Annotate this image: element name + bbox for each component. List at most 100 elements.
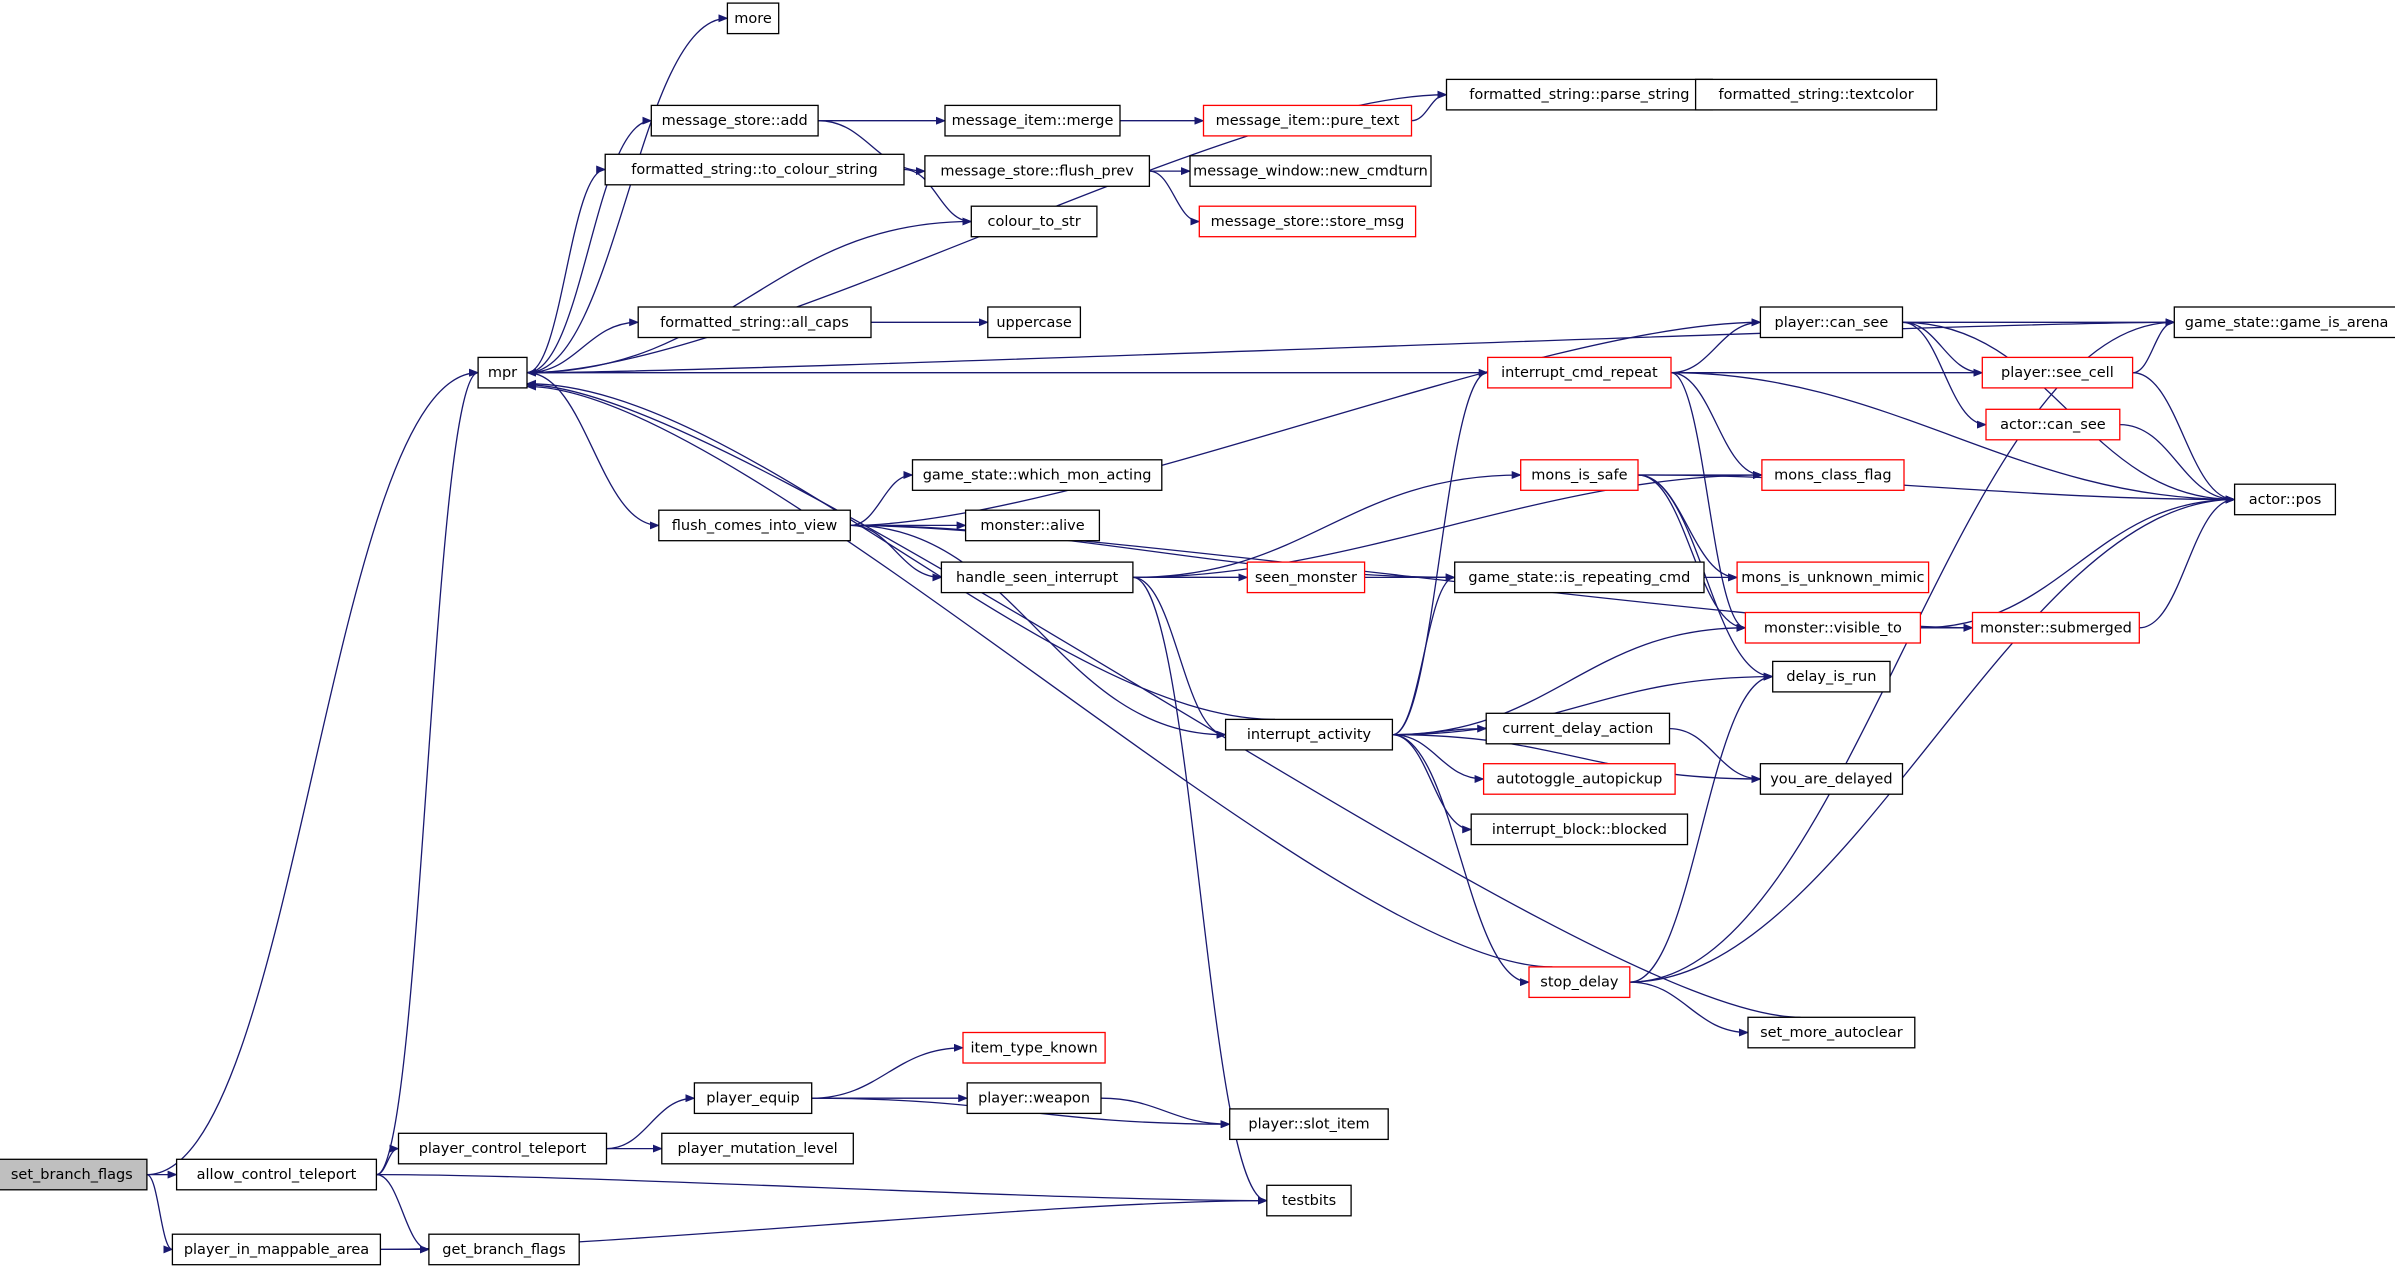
node-player-see-cell[interactable]: player::see_cell: [1981, 356, 2134, 389]
node-label: game_state::which_mon_acting: [923, 468, 1152, 484]
node-testbits[interactable]: testbits: [1266, 1184, 1352, 1217]
node-get-branch-flags[interactable]: get_branch_flags: [428, 1233, 580, 1266]
node-label: formatted_string::all_caps: [660, 315, 849, 331]
node-message-store-flush-prev[interactable]: message_store::flush_prev: [924, 155, 1151, 187]
node-mons-class-flag[interactable]: mons_class_flag: [1761, 459, 1905, 491]
edge-actor-can-see-to-actor-pos: [2119, 423, 2236, 504]
node-box: [637, 306, 872, 339]
node-game-state-which-mon-acting[interactable]: game_state::which_mon_acting: [911, 459, 1163, 491]
node-box: [1981, 356, 2134, 389]
node-formatted-string-all-caps[interactable]: formatted_string::all_caps: [637, 306, 872, 339]
node-box: [940, 561, 1134, 594]
edge-mpr-to-game-state-game-is-arena: [526, 318, 2176, 374]
node-message-window-new-cmdturn[interactable]: message_window::new_cmdturn: [1189, 155, 1432, 187]
edge-message-item-pure-text-to-formatted-string-parse-string: [1411, 90, 1448, 122]
node-set-more-autoclear[interactable]: set_more_autoclear: [1747, 1016, 1916, 1049]
node-mons-is-safe[interactable]: mons_is_safe: [1520, 459, 1639, 491]
node-uppercase[interactable]: uppercase: [987, 306, 1082, 339]
node-mons-is-unknown-mimic[interactable]: mons_is_unknown_mimic: [1736, 561, 1930, 594]
node-player-slot-item[interactable]: player::slot_item: [1229, 1108, 1389, 1141]
edge-flush-comes-into-view-to-player-can-see: [850, 318, 1762, 527]
edge-mons-is-safe-to-delay-is-run: [1637, 474, 1774, 681]
edge-mpr-to-colour-to-str: [526, 217, 973, 374]
edge-interrupt-activity-to-mpr: [526, 379, 1276, 721]
node-box: [1485, 712, 1671, 745]
node-current-delay-action[interactable]: current_delay_action: [1485, 712, 1671, 745]
edge-player-see-cell-to-actor-pos: [2132, 372, 2236, 504]
edge-player-control-teleport-to-player-equip: [606, 1094, 696, 1150]
node-player-weapon[interactable]: player::weapon: [966, 1082, 1102, 1115]
node-label: colour_to_str: [988, 214, 1081, 230]
node-message-item-merge[interactable]: message_item::merge: [944, 104, 1121, 137]
edge-message-store-flush-prev-to-message-store-store-msg: [1149, 170, 1201, 226]
node-interrupt-cmd-repeat[interactable]: interrupt_cmd_repeat: [1487, 356, 1672, 389]
node-interrupt-activity[interactable]: interrupt_activity: [1224, 718, 1394, 751]
node-item-type-known[interactable]: item_type_known: [962, 1031, 1106, 1064]
edge-handle-seen-interrupt-to-mons-is-safe: [1132, 471, 1522, 579]
edge-interrupt-cmd-repeat-to-monster-visible-to: [1670, 372, 1747, 632]
edge-interrupt-cmd-repeat-to-mons-class-flag: [1670, 372, 1763, 479]
node-game-state-is-repeating-cmd[interactable]: game_state::is_repeating_cmd: [1454, 561, 1705, 594]
node-interrupt-block-blocked[interactable]: interrupt_block::blocked: [1470, 813, 1689, 846]
edge-set-branch-flags-to-mpr: [146, 368, 480, 1176]
node-actor-can-see[interactable]: actor::can_see: [1985, 408, 2121, 441]
node-more[interactable]: more: [726, 2, 780, 35]
node-label: formatted_string::to_colour_string: [631, 162, 877, 178]
node-stop-delay[interactable]: stop_delay: [1528, 966, 1631, 999]
node-box: [1744, 611, 1922, 644]
node-box: [171, 1233, 382, 1266]
node-game-state-game-is-arena[interactable]: game_state::game_is_arena: [2173, 306, 2395, 339]
edge-interrupt-activity-to-autotoggle-autopickup: [1392, 734, 1485, 783]
node-player-mutation-level[interactable]: player_mutation_level: [661, 1132, 854, 1165]
node-actor-pos[interactable]: actor::pos: [2233, 483, 2337, 516]
edge-message-store-add-to-message-store-flush-prev: [818, 120, 926, 176]
node-label: stop_delay: [1540, 975, 1619, 991]
node-formatted-string-to-colour-string[interactable]: formatted_string::to_colour_string: [604, 153, 905, 186]
edge-stop-delay-to-delay-is-run: [1629, 672, 1774, 983]
node-formatted-string-parse-string[interactable]: formatted_string::parse_string: [1445, 78, 1713, 111]
node-player-control-teleport[interactable]: player_control_teleport: [397, 1132, 608, 1165]
node-player-equip[interactable]: player_equip: [693, 1082, 813, 1115]
node-label: message_store::store_msg: [1211, 214, 1405, 230]
edge-mpr-to-more: [526, 14, 729, 374]
node-box: [944, 104, 1121, 137]
node-box: [1202, 104, 1413, 137]
node-message-item-pure-text[interactable]: message_item::pure_text: [1202, 104, 1413, 137]
node-monster-visible-to[interactable]: monster::visible_to: [1744, 611, 1922, 644]
edge-interrupt-cmd-repeat-to-player-can-see: [1670, 318, 1762, 374]
node-mpr[interactable]: mpr: [477, 356, 528, 389]
node-label: monster::visible_to: [1764, 620, 1902, 636]
node-label: current_delay_action: [1502, 721, 1653, 737]
node-box: [1266, 1184, 1352, 1217]
node-allow-control-teleport[interactable]: allow_control_teleport: [175, 1158, 378, 1191]
node-label: player::see_cell: [2001, 365, 2114, 381]
edge-mpr-to-message-store-add: [526, 116, 653, 374]
node-formatted-string-textcolor[interactable]: formatted_string::textcolor: [1694, 78, 1938, 111]
node-set-branch-flags[interactable]: set_branch_flags: [0, 1158, 148, 1191]
node-autotoggle-autopickup[interactable]: autotoggle_autopickup: [1482, 763, 1676, 795]
node-message-store-store-msg[interactable]: message_store::store_msg: [1198, 205, 1417, 238]
node-flush-comes-into-view[interactable]: flush_comes_into_view: [658, 509, 851, 542]
node-box: [175, 1158, 378, 1191]
node-message-store-add[interactable]: message_store::add: [650, 104, 819, 137]
edge-set-more-autoclear-to-mpr: [526, 380, 1801, 1018]
edge-stop-delay-to-set-more-autoclear: [1629, 981, 1749, 1037]
node-box: [1772, 660, 1891, 693]
node-label: player_control_teleport: [419, 1141, 587, 1157]
node-colour-to-str[interactable]: colour_to_str: [970, 205, 1098, 238]
edge-flush-comes-into-view-to-game-state-which-mon-acting: [850, 471, 914, 527]
node-monster-alive[interactable]: monster::alive: [964, 509, 1101, 542]
edge-stop-delay-to-actor-pos: [1629, 495, 2236, 983]
node-seen-monster[interactable]: seen_monster: [1246, 561, 1366, 594]
node-player-in-mappable-area[interactable]: player_in_mappable_area: [171, 1233, 382, 1266]
node-monster-submerged[interactable]: monster::submerged: [1971, 611, 2140, 644]
node-delay-is-run[interactable]: delay_is_run: [1772, 660, 1891, 693]
edge-handle-seen-interrupt-to-interrupt-activity: [1132, 576, 1227, 739]
node-box: [693, 1082, 813, 1115]
node-label: message_window::new_cmdturn: [1193, 164, 1428, 180]
node-player-can-see[interactable]: player::can_see: [1759, 306, 1904, 339]
node-handle-seen-interrupt[interactable]: handle_seen_interrupt: [940, 561, 1134, 594]
node-box: [1528, 966, 1631, 999]
node-box: [1470, 813, 1689, 846]
node-you-are-delayed[interactable]: you_are_delayed: [1759, 763, 1904, 795]
